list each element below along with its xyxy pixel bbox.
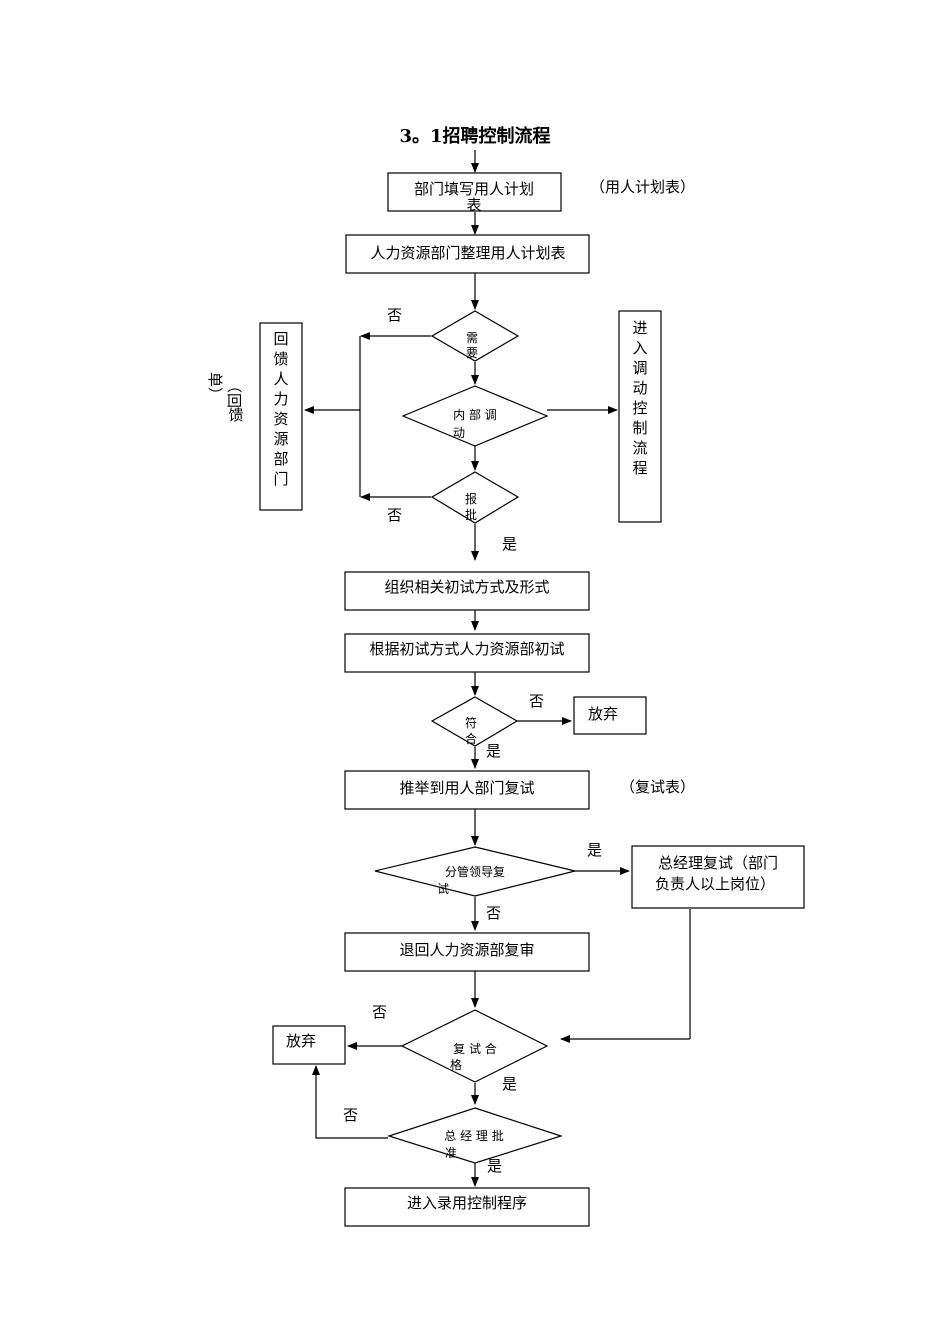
connector	[312, 1065, 388, 1139]
enter-hiring-text: 进入录用控制程序	[407, 1194, 527, 1212]
qualified-diamond	[430, 696, 519, 747]
yes-label: 是	[502, 1075, 517, 1093]
transfer-process-char: 进	[632, 319, 647, 337]
yes-label: 是	[487, 1157, 502, 1175]
no-label: 否	[372, 1003, 387, 1021]
review-form-note: （复试表）	[620, 778, 695, 796]
transfer-process-char: 调	[632, 359, 647, 377]
approve-text-1: 报	[465, 491, 477, 506]
review-pass-text-2: 格	[450, 1057, 462, 1072]
transfer-process-char: 制	[632, 419, 647, 437]
no-label: 否	[387, 306, 402, 324]
feedback-hr-char: 馈	[273, 350, 288, 368]
gm-approve-text-2: 准	[445, 1146, 457, 1160]
dept-plan-text-2: 表	[466, 196, 481, 214]
dept-plan-text-1: 部门填写用人计划	[414, 180, 534, 198]
feedback-hr-char: 回	[273, 330, 288, 348]
gm-approve-diamond	[387, 1107, 563, 1164]
enter-hiring-box	[344, 1187, 590, 1227]
page-title: 3。1招聘控制流程	[399, 125, 550, 147]
give-up-text-1: 放弃	[588, 705, 618, 723]
transfer-process-vertical-text: 进 入 调 动 控 制 流 程	[632, 319, 647, 477]
first-method-text: 组织相关初试方式及形式	[384, 578, 549, 596]
hr-organize-text: 人力资源部门整理用人计划表	[370, 244, 565, 262]
transfer-process-char: 动	[632, 379, 647, 397]
return-hr-box	[344, 932, 590, 972]
leader-review-diamond	[374, 846, 576, 897]
review-pass-diamond	[400, 1009, 549, 1083]
feedback-note: （回 馈 单）	[206, 372, 244, 424]
dept-plan-box	[387, 172, 562, 212]
feedback-hr-vertical-text: 回 馈 人 力 资 源 部 门	[273, 330, 288, 488]
transfer-process-char: 流	[632, 439, 647, 457]
yes-label: 是	[486, 742, 501, 760]
recommend-box	[344, 770, 590, 810]
qualified-text-1: 符	[465, 715, 477, 730]
return-hr-text: 退回人力资源部复审	[399, 941, 534, 959]
give-up-text-2: 放弃	[286, 1032, 316, 1050]
feedback-hr-char: 人	[273, 370, 288, 388]
leader-review-text-2: 试	[437, 881, 449, 896]
first-method-box	[344, 571, 590, 611]
feedback-note-col-2: 馈	[228, 406, 243, 424]
need-diamond	[430, 310, 520, 362]
internal-transfer-text-1: 内 部 调	[453, 407, 497, 422]
gm-review-box	[631, 845, 805, 909]
need-text-2: 要	[466, 346, 478, 360]
first-interview-text: 根据初试方式人力资源部初试	[369, 640, 564, 658]
review-pass-text-1: 复 试 合	[453, 1041, 497, 1056]
give-up-box-2	[272, 1025, 346, 1065]
feedback-note-col-1: （回	[225, 378, 243, 408]
leader-review-text-1: 分管领导复	[445, 864, 505, 879]
yes-label: 是	[587, 841, 602, 859]
approve-text-2: 批	[465, 507, 477, 522]
need-text-1: 需	[466, 331, 478, 345]
feedback-note-col-3: 单）	[206, 372, 224, 402]
transfer-process-char: 控	[632, 399, 647, 417]
yes-label: 是	[502, 535, 517, 553]
feedback-hr-char: 门	[273, 470, 288, 488]
transfer-process-char: 程	[632, 459, 647, 477]
feedback-hr-char: 部	[273, 450, 288, 468]
transfer-process-char: 入	[632, 339, 647, 357]
qualified-text-2: 合	[465, 731, 477, 746]
no-label: 否	[486, 904, 501, 922]
approve-diamond	[430, 471, 520, 524]
no-label: 否	[343, 1106, 358, 1124]
plan-form-note: （用人计划表）	[590, 178, 695, 196]
feedback-hr-char: 资	[273, 410, 288, 428]
no-label: 否	[387, 506, 402, 524]
no-label: 否	[529, 692, 544, 710]
feedback-hr-char: 源	[273, 430, 288, 448]
gm-approve-text-1: 总 经 理 批	[444, 1128, 503, 1143]
internal-transfer-text-2: 动	[453, 426, 465, 440]
gm-review-text-2: 负责人以上岗位）	[655, 875, 775, 893]
transfer-process-box	[618, 310, 662, 523]
hr-organize-box	[345, 234, 590, 274]
give-up-box-1	[573, 696, 647, 735]
first-interview-box	[344, 633, 590, 673]
internal-transfer-diamond	[401, 385, 549, 447]
feedback-hr-char: 力	[273, 390, 288, 408]
recommend-text: 推举到用人部门复试	[399, 779, 534, 797]
feedback-hr-box	[259, 322, 303, 511]
gm-review-text-1: 总经理复试（部门	[658, 854, 778, 872]
